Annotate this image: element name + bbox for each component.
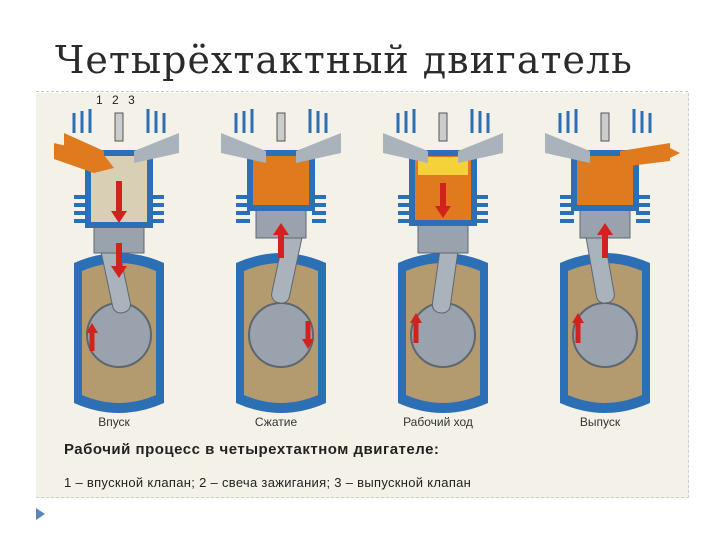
power-stroke-engine-icon [383,109,503,413]
intake-stroke-engine-icon [54,109,179,413]
compression-stroke-engine-icon [221,109,341,413]
stage-exhaust: Выпуск [530,93,690,497]
stage-label: Выпуск [579,415,621,429]
part-number-3: 3 [128,93,135,107]
part-number-labels: 1 2 3 [96,93,141,107]
stage-label: Рабочий ход [403,415,473,429]
bullet-arrow-icon [36,508,45,520]
slide-title: Четырёхтактный двигатель [55,38,633,82]
diagram-caption-title: Рабочий процесс в четырехтактном двигате… [64,441,440,458]
part-number-2: 2 [112,93,119,107]
engine-diagram: 1 2 3 Впуск [36,93,689,498]
stage-label: Впуск [98,415,130,429]
part-number-1: 1 [96,93,103,107]
title-divider [36,91,688,92]
stage-compression: Сжатие [206,93,366,497]
exhaust-stroke-engine-icon [545,109,680,413]
stage-power: Рабочий ход [368,93,528,497]
stage-intake: Впуск [44,93,204,497]
stage-label: Сжатие [254,415,298,429]
diagram-caption-legend: 1 – впускной клапан; 2 – свеча зажигания… [64,475,472,490]
